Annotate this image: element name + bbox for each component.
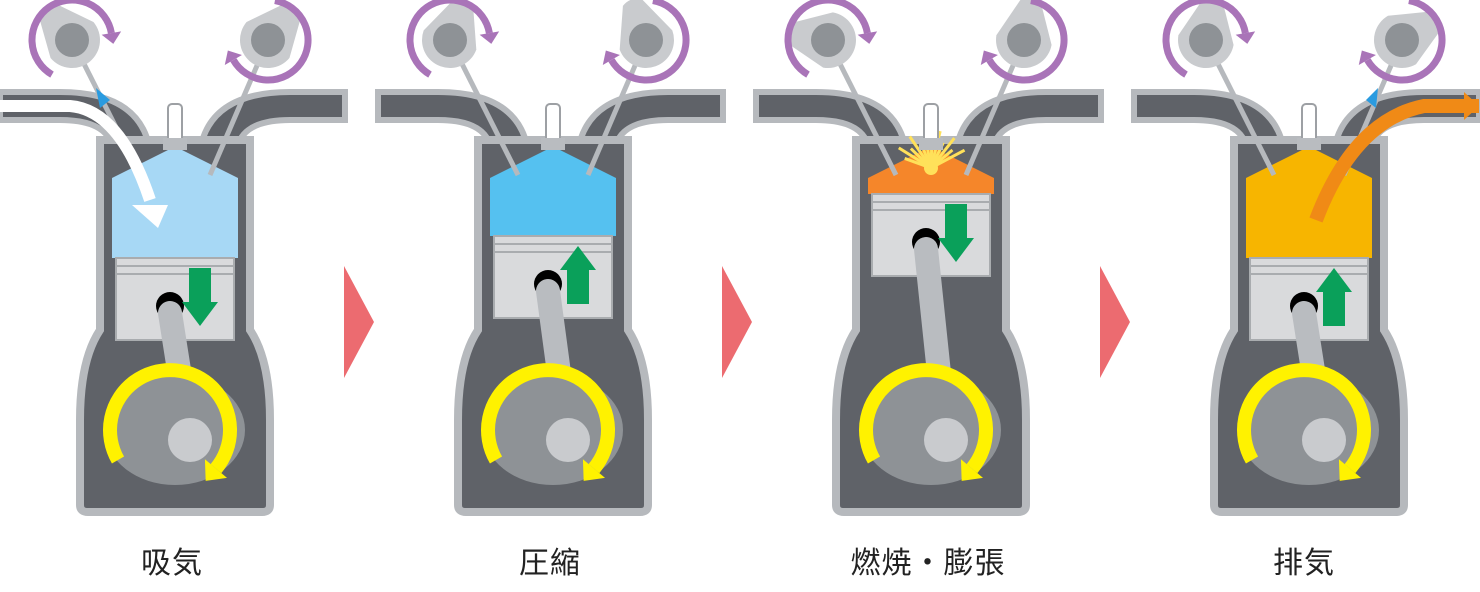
exhaust-gas-flow-head xyxy=(1464,92,1479,120)
exhaust-cam-rotation-arrow xyxy=(608,0,690,84)
piston-motion-arrow xyxy=(182,268,218,326)
spark-ray xyxy=(908,135,929,164)
intake-cam-hub xyxy=(1189,23,1223,57)
intake-cam-rotation-arrow-head xyxy=(101,31,122,44)
intake-cam-rotation-arrow xyxy=(28,0,115,78)
intake-air-flow xyxy=(0,100,156,202)
stage-chevron-2 xyxy=(722,266,752,378)
spark-plug-base xyxy=(1297,138,1321,150)
crank-rotation-arrow-head xyxy=(582,459,605,481)
intake-cam-rotation-arrow xyxy=(784,0,871,78)
crank-pin xyxy=(546,418,590,462)
exhaust-cam-hub xyxy=(629,23,663,57)
crank-pin xyxy=(1302,418,1346,462)
intake-cam-rotation-arrow xyxy=(406,0,493,78)
spark-plug xyxy=(167,103,183,143)
crank-rotation-arrow-head xyxy=(204,459,227,481)
intake-cam-rotation-arrow-head xyxy=(1235,31,1256,44)
spark-ray xyxy=(897,146,927,167)
stage-label-intake: 吸気 xyxy=(141,546,203,581)
exhaust-cam-rotation-arrow-head xyxy=(980,50,998,65)
exhaust-cam-rotation-arrow-head xyxy=(1358,50,1376,65)
intake-cam-rotation-arrow-head xyxy=(479,31,500,44)
engine-combustion xyxy=(753,0,1104,516)
spark-ray xyxy=(909,147,928,165)
exhaust-cam-rotation-arrow-head xyxy=(224,50,242,65)
stage-chevron-3 xyxy=(1100,266,1130,378)
spark-plug xyxy=(923,103,939,143)
intake-cam-hub xyxy=(433,23,467,57)
spark-plug-base xyxy=(541,138,565,150)
spark-plug-base xyxy=(163,138,187,150)
spark-ray xyxy=(934,148,954,166)
crank-rotation-arrow xyxy=(103,363,237,474)
stage-label-combustion: 燃焼・膨張 xyxy=(850,546,1006,581)
exhaust-cam-rotation-arrow xyxy=(230,0,312,84)
crank-rotation-arrow xyxy=(481,363,615,474)
piston-motion-arrow xyxy=(560,246,596,304)
crank-rotation-arrow xyxy=(1237,363,1371,474)
intake-valve-open-arrow xyxy=(96,88,110,108)
exhaust-cam-rotation-arrow xyxy=(1364,0,1446,84)
crank-rotation-arrow-head xyxy=(960,459,983,481)
stage-label-compression: 圧縮 xyxy=(519,546,581,581)
stage-label-exhaust: 排気 xyxy=(1273,546,1335,581)
stage-chevron-1 xyxy=(344,266,374,378)
spark-plug xyxy=(545,103,561,143)
exhaust-cam-hub xyxy=(1385,23,1419,57)
piston-motion-arrow xyxy=(938,204,974,262)
crank-rotation-arrow xyxy=(859,363,993,474)
intake-cam-rotation-arrow xyxy=(1162,0,1249,78)
intake-cam-rotation-arrow-head xyxy=(857,31,878,44)
intake-cam-hub xyxy=(811,23,845,57)
engine-exhaust xyxy=(1131,0,1480,516)
exhaust-cam-rotation-arrow-head xyxy=(602,50,620,65)
engine-compression xyxy=(375,0,726,516)
crank-rotation-arrow-head xyxy=(1338,459,1361,481)
exhaust-cam-rotation-arrow xyxy=(986,0,1068,84)
spark-ray xyxy=(933,137,956,165)
spark-ray xyxy=(935,148,966,167)
spark-ray xyxy=(904,157,926,168)
spark-core xyxy=(924,161,938,175)
exhaust-valve-open-arrow xyxy=(1366,88,1378,108)
spark-plug-base xyxy=(919,138,943,150)
exhaust-gas-flow xyxy=(1309,99,1479,223)
exhaust-cam-hub xyxy=(251,23,285,57)
spark-plug xyxy=(1301,103,1317,143)
intake-air-flow-head xyxy=(132,205,168,228)
engine-intake xyxy=(0,0,348,516)
intake-cam-hub xyxy=(55,23,89,57)
piston-motion-arrow xyxy=(1316,268,1352,326)
exhaust-cam-hub xyxy=(1007,23,1041,57)
combustion-chamber-gas xyxy=(490,150,616,236)
crank-pin xyxy=(924,418,968,462)
crank-pin xyxy=(168,418,212,462)
